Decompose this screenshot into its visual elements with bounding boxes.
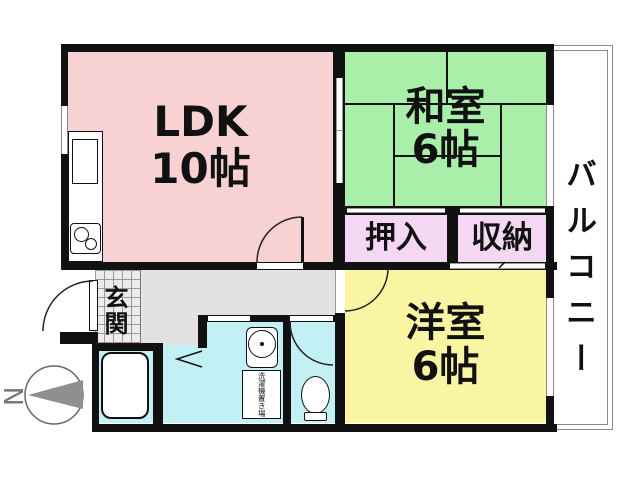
washing-machine-label: 洗濯機置き場 <box>257 372 267 417</box>
tatami-line <box>345 103 546 105</box>
genkan-step-line <box>140 270 141 343</box>
wall-right-lower <box>546 396 554 432</box>
youshitsu-name: 洋室 <box>405 300 486 346</box>
tatami-line <box>500 105 502 206</box>
wall-left-mid <box>61 154 68 270</box>
door-opening-ldk <box>257 263 303 269</box>
stove-burner-icon <box>85 238 97 250</box>
wall-washitsu-bottom <box>345 206 554 215</box>
wall-bath-right <box>153 343 163 424</box>
room-oshiire <box>345 215 447 262</box>
room-shuunou-label: 収納 <box>471 220 533 256</box>
sliding-door-shuunou-bottom <box>450 263 545 269</box>
wall-left-upper <box>61 44 68 106</box>
window-washitsu-balcony <box>546 105 554 206</box>
balcony-railing-line <box>554 50 608 425</box>
ldk-size: 10帖 <box>150 144 251 193</box>
wall-right-upper <box>546 44 554 105</box>
washitsu-size: 6帖 <box>411 127 480 173</box>
wall-washroom-top <box>198 315 345 322</box>
wall-top <box>61 44 554 52</box>
youshitsu-size: 6帖 <box>411 344 480 390</box>
window-youshitsu-balcony <box>546 298 554 396</box>
compass-circle <box>24 365 84 425</box>
wall-oshiire-shuunou <box>447 215 458 262</box>
hallway-floor-lower <box>140 315 198 345</box>
wall-right-mid <box>546 206 554 298</box>
genkan-tile-floor <box>95 270 140 344</box>
sliding-door-split-line <box>337 130 342 131</box>
wall-washroom-toilet <box>283 315 291 424</box>
sliding-door-oshiire <box>347 208 445 213</box>
sliding-door-shuunou <box>460 208 545 213</box>
washitsu-name: 和室 <box>405 84 486 130</box>
room-shuunou <box>458 215 546 262</box>
window-left <box>61 106 68 154</box>
door-opening-youshitsu <box>335 270 345 313</box>
wall-closet-bottom <box>335 262 557 270</box>
kitchen-sink <box>72 139 98 184</box>
wall-left-lower <box>92 344 99 432</box>
entrance-door-swing-arc <box>42 280 94 332</box>
room-oshiire-label: 押入 <box>365 220 427 256</box>
wall-bottom <box>92 424 557 432</box>
wall-bath-top <box>92 343 163 351</box>
genkan-label: 玄関 <box>100 285 128 337</box>
washing-machine-area: 洗濯機置き場 <box>242 370 281 419</box>
room-washitsu <box>345 52 546 206</box>
door-opening-washroom <box>208 316 250 321</box>
balcony-label: バルコニー <box>560 158 596 388</box>
room-washitsu-label: 和室 6帖 <box>345 86 546 172</box>
washbasin-drain-dot <box>260 342 264 346</box>
ldk-name: LDK <box>153 97 248 146</box>
wall-entry-stub <box>60 332 98 344</box>
room-youshitsu-label: 洋室 6帖 <box>345 301 546 389</box>
compass-n-label: N <box>0 387 30 406</box>
room-ldk-label: LDK 10帖 <box>68 98 333 192</box>
washbasin-bowl-icon <box>248 330 276 358</box>
tatami-line <box>446 52 448 103</box>
sliding-door-ldk-washitsu <box>336 78 343 183</box>
compass-needle-icon <box>28 380 83 409</box>
toilet-bowl-icon <box>301 376 330 414</box>
ldk-door-leaf <box>301 217 304 263</box>
wall-washroom-stub <box>198 315 207 348</box>
wall-youshitsu-left <box>335 313 345 424</box>
balcony <box>554 45 613 430</box>
tatami-line <box>393 155 501 157</box>
door-opening-toilet <box>290 316 333 321</box>
wall-ldk-bottom <box>61 262 335 270</box>
hallway-floor <box>140 270 335 315</box>
toilet-tank <box>304 412 327 421</box>
stove-burner-icon <box>74 227 89 242</box>
bathtub <box>101 352 149 419</box>
